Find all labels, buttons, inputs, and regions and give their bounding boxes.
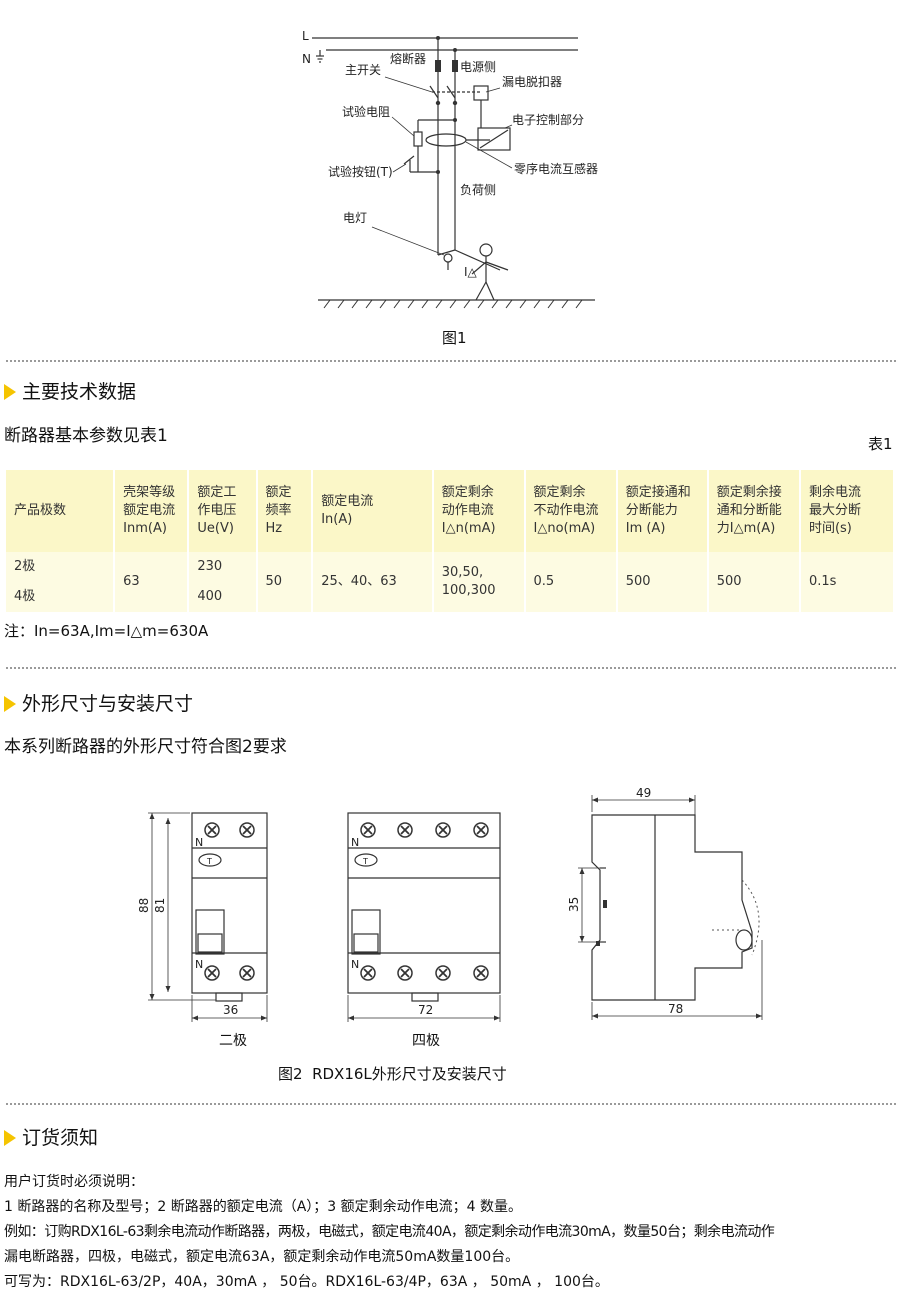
label-load-side: 负荷侧 <box>460 183 496 197</box>
specs-note: 注：In=63A,Im=I△m=630A <box>4 622 209 640</box>
wiring-diagram: L N 熔断器 电源侧 主开关 漏电脱扣器 试验电阻 电子控制部分 试验按钮(T… <box>302 29 598 309</box>
label-n: N <box>302 52 311 66</box>
header-poles: 产品极数 <box>6 470 114 552</box>
separator <box>6 360 896 362</box>
two-pole-body <box>191 812 268 994</box>
label-fuse: 熔断器 <box>390 51 426 66</box>
order-line: 1 断路器的名称及型号；2 断路器的额定电流（A）；3 额定剩余动作电流；4 数… <box>4 1199 523 1215</box>
label-electronic-control: 电子控制部分 <box>512 112 584 127</box>
order-line: 例如：订购RDX16L-63剩余电流动作断路器，两极，电磁式，额定电流40A，额… <box>4 1224 775 1240</box>
section-title-order: 订货须知 <box>4 1126 98 1150</box>
figure1-caption: 图1 <box>442 329 467 347</box>
label-zero-seq-ct: 零序电流互感器 <box>514 161 598 176</box>
cell-residual-non-operating: 0.5 <box>525 552 616 612</box>
section-bullet-icon <box>4 384 16 400</box>
cell-residual-making-breaking: 500 <box>708 552 799 612</box>
n-mark: N <box>195 836 203 849</box>
cell-making-breaking: 500 <box>617 552 707 612</box>
separator <box>6 1103 896 1105</box>
label-leak-current: I△ <box>464 265 478 279</box>
cell-voltage: 230 <box>189 552 256 582</box>
dim-78: 78 <box>668 1002 683 1016</box>
figure2-caption: 图2 RDX16L外形尺寸及安装尺寸 <box>278 1065 507 1083</box>
order-line: 用户订货时必须说明： <box>4 1174 144 1190</box>
specs-intro: 断路器基本参数见表1 <box>4 426 168 446</box>
label-lamp: 电灯 <box>343 211 367 225</box>
test-button-mark: T <box>206 857 212 866</box>
label-two-pole: 二极 <box>219 1033 247 1049</box>
side-view-body <box>591 814 753 1001</box>
label-test-button: 试验按钮(T) <box>328 164 393 179</box>
dim-49: 49 <box>636 786 651 800</box>
test-button-mark: T <box>362 857 368 866</box>
table-row: 4极 400 <box>6 582 893 612</box>
label-four-pole: 四极 <box>412 1033 440 1049</box>
label-trip-release: 漏电脱扣器 <box>502 74 562 89</box>
cell-poles: 2极 <box>6 552 114 582</box>
dim-81: 81 <box>153 898 167 913</box>
label-source-side: 电源侧 <box>460 60 496 74</box>
order-line: 漏电断路器，四极，电磁式，额定电流63A，额定剩余动作电流50mA数量100台。 <box>4 1249 520 1265</box>
cell-max-break-time: 0.1s <box>800 552 893 612</box>
dimension-drawing: N N N N T T 88 81 <box>137 786 763 1022</box>
dim-36: 36 <box>223 1003 238 1017</box>
label-l: L <box>302 29 309 43</box>
section-title-dims: 外形尺寸与安装尺寸 <box>4 692 193 716</box>
header-residual-making-breaking: 额定剩余接通和分断能力I△m(A) <box>708 470 799 552</box>
table-row: 2极 63 230 50 25、40、63 30,50,100,300 0.5 … <box>6 552 893 612</box>
label-test-resistor: 试验电阻 <box>342 104 390 119</box>
cell-voltage: 400 <box>189 582 256 612</box>
label-main-switch: 主开关 <box>345 63 381 77</box>
order-line: 可写为：RDX16L-63/2P，40A，30mA ， 50台。RDX16L-6… <box>4 1274 609 1290</box>
person-icon <box>471 243 509 301</box>
n-mark: N <box>195 958 203 971</box>
header-max-break-time: 剩余电流最大分断时间(s) <box>800 470 893 552</box>
cell-rated-current: 25、40、63 <box>313 552 432 612</box>
dim-35: 35 <box>567 897 581 912</box>
n-mark: N <box>351 958 359 971</box>
cell-frequency: 50 <box>257 552 312 612</box>
section-title-specs: 主要技术数据 <box>4 380 136 404</box>
table-label: 表1 <box>868 435 893 453</box>
dims-intro: 本系列断路器的外形尺寸符合图2要求 <box>4 737 287 757</box>
separator <box>6 667 896 669</box>
cell-poles: 4极 <box>6 582 114 612</box>
cell-residual-operating: 30,50,100,300 <box>433 552 524 612</box>
section-bullet-icon <box>4 696 16 712</box>
dim-88: 88 <box>137 898 151 913</box>
section-bullet-icon <box>4 1130 16 1146</box>
n-mark: N <box>351 836 359 849</box>
cell-frame-current: 63 <box>115 552 188 612</box>
dim-72: 72 <box>418 1003 433 1017</box>
